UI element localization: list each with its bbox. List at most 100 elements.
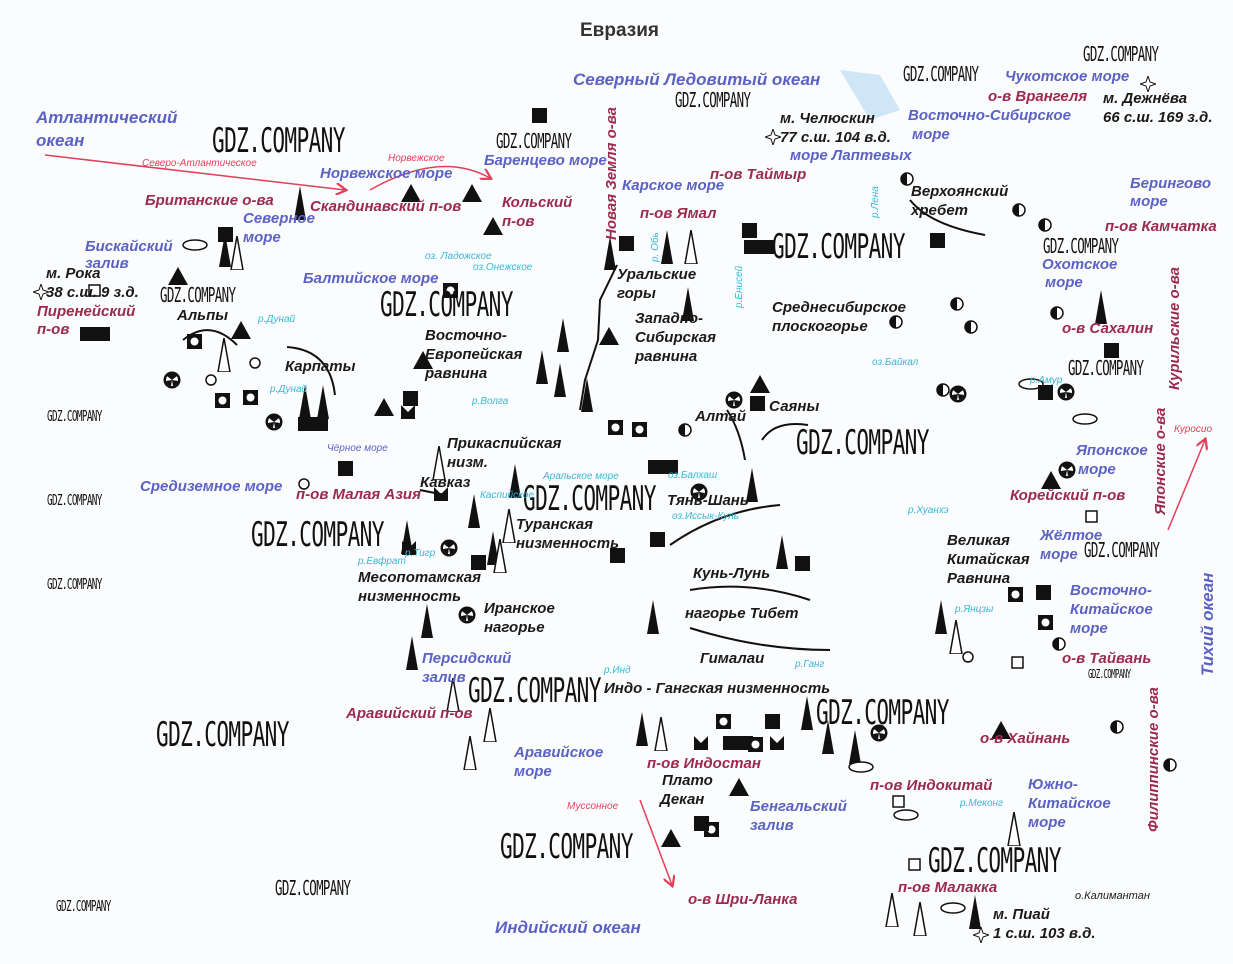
- gas-tall-triangle-icon: [968, 895, 982, 934]
- notch-icon: [402, 541, 416, 560]
- label-caucasus: Кавказ: [420, 474, 471, 491]
- lake-baikal-shape: [840, 70, 900, 120]
- label-mekong: р.Меконг: [960, 798, 1003, 809]
- label-yellow-sea-2: море: [1040, 546, 1078, 563]
- watermark: GDZ.COMPANY: [772, 227, 905, 267]
- open-triangle-icon: [885, 892, 899, 932]
- label-cape-chelyuskin: м. Челюскин: [780, 110, 875, 127]
- label-chukchi-sea: Чукотское море: [1005, 68, 1130, 85]
- watermark: GDZ.COMPANY: [47, 407, 102, 425]
- uranium-radiation-icon: [440, 539, 458, 562]
- watermark: GDZ.COMPANY: [47, 575, 102, 593]
- current-arrow-north-atlantic: [44, 154, 345, 190]
- gas-tall-triangle-icon: [848, 730, 862, 769]
- watermark: GDZ.COMPANY: [1088, 667, 1131, 681]
- label-yenisei: р.Енисей: [734, 265, 745, 308]
- uranium-radiation-icon: [1058, 461, 1076, 484]
- oval-icon: [940, 901, 966, 919]
- label-cape-dezhnev: м. Дежнёва: [1103, 90, 1188, 107]
- label-cape-piai: м. Пиай: [993, 906, 1050, 923]
- label-current-north-atlantic: Северо-Атлантическое: [142, 158, 257, 169]
- label-cape-roca-coords: 38 с.ш. 9 з.д.: [46, 284, 139, 301]
- label-indochina: п-ов Индокитай: [870, 777, 993, 794]
- open-triangle-icon: [654, 716, 668, 756]
- gas-tall-triangle-icon: [420, 604, 434, 643]
- watermark: GDZ.COMPANY: [251, 515, 384, 555]
- label-british-isles: Британские о-ва: [145, 192, 274, 209]
- empty-square-icon: [1085, 510, 1098, 528]
- label-baltic-sea: Балтийское море: [303, 270, 439, 287]
- label-sayan: Саяны: [769, 398, 820, 415]
- label-cape-dezhnev-coords: 66 с.ш. 169 з.д.: [1103, 109, 1213, 126]
- label-scandinavian-peninsula: Скандинавский п-ов: [310, 198, 462, 215]
- label-biscay-2: залив: [85, 255, 129, 272]
- watermark: GDZ.COMPANY: [275, 876, 351, 900]
- label-kola-2: п-ов: [502, 213, 535, 230]
- watermark: GDZ.COMPANY: [500, 827, 633, 867]
- label-japan-sea: Японское: [1076, 442, 1148, 459]
- iron-square-icon: [765, 714, 780, 734]
- uranium-radiation-icon: [1057, 383, 1075, 406]
- iron-square-icon: [1104, 343, 1119, 363]
- watermark: GDZ.COMPANY: [1068, 356, 1144, 380]
- gas-tall-triangle-icon: [646, 600, 660, 639]
- notch-icon: [770, 736, 784, 755]
- uranium-radiation-icon: [949, 385, 967, 408]
- open-triangle-icon: [483, 707, 497, 747]
- oil-triangle-icon: [167, 266, 189, 291]
- coal-rect-icon: [744, 240, 774, 259]
- label-pacific-ocean: Тихий океан: [1198, 572, 1217, 676]
- oval-icon: [848, 760, 874, 778]
- label-urals: Уральские: [617, 266, 697, 283]
- iron-square-icon: [1036, 585, 1051, 605]
- half-circle-icon: [889, 315, 903, 334]
- label-cs-plateau: Среднесибирское: [772, 299, 906, 316]
- label-yellow-sea: Жёлтое: [1040, 527, 1103, 544]
- oil-triangle-icon: [990, 720, 1012, 745]
- notch-icon: [694, 736, 708, 755]
- label-ladoga: оз. Ладожское: [425, 251, 492, 262]
- gas-tall-triangle-icon: [293, 186, 307, 225]
- label-great-china-plain-3: Равнина: [947, 570, 1011, 587]
- label-novaya-zemlya: Новая Земля о-ва: [603, 107, 620, 240]
- gas-tall-triangle-icon: [681, 287, 695, 326]
- half-circle-icon: [964, 320, 978, 339]
- label-kunlun: Кунь-Лунь: [693, 565, 771, 582]
- coal-rect-icon: [723, 736, 753, 755]
- gas-tall-triangle-icon: [635, 712, 649, 751]
- watermark: GDZ.COMPANY: [160, 283, 236, 307]
- watermark: GDZ.COMPANY: [496, 129, 572, 153]
- square-circle-icon: [608, 420, 623, 440]
- label-persian-gulf: Персидский: [422, 650, 512, 667]
- cape-star-icon: [1138, 74, 1158, 97]
- circle-icon: [298, 477, 310, 495]
- label-tigris: р.Тигр: [405, 548, 436, 559]
- label-cape-roca: м. Рока: [46, 265, 101, 282]
- label-current-monsoon: Муссонное: [567, 801, 619, 812]
- open-triangle-icon: [446, 677, 460, 717]
- label-yangtze: р.Янцзы: [955, 604, 994, 615]
- open-triangle-icon: [463, 735, 477, 775]
- oil-triangle-icon: [400, 183, 422, 208]
- iron-square-icon: [930, 233, 945, 253]
- iron-square-icon: [619, 236, 634, 256]
- oil-triangle-icon: [660, 828, 682, 853]
- label-current-kuroshio: Куросио: [1174, 424, 1213, 435]
- label-bering-sea: Берингово: [1130, 175, 1211, 192]
- coal-rect-icon: [298, 417, 328, 436]
- label-euphrates: р.Евфрат: [358, 556, 406, 567]
- label-iberian-2: п-ов: [37, 321, 70, 338]
- label-east-siberian-sea-2: море: [912, 126, 950, 143]
- iron-square-icon: [218, 227, 233, 247]
- circle-icon: [249, 356, 261, 374]
- label-ws-plain: Западно-: [635, 310, 703, 327]
- oil-triangle-icon: [728, 777, 750, 802]
- watermark: GDZ.COMPANY: [1083, 42, 1159, 66]
- label-ee-plain-3: равнина: [425, 365, 488, 382]
- oval-icon: [1072, 412, 1098, 430]
- open-triangle-icon: [949, 619, 963, 659]
- label-north-sea-2: море: [243, 229, 281, 246]
- label-caspian-sea: Каспийское: [480, 490, 534, 501]
- label-current-norwegian: Норвежское: [388, 153, 445, 164]
- iron-square-icon: [403, 391, 418, 411]
